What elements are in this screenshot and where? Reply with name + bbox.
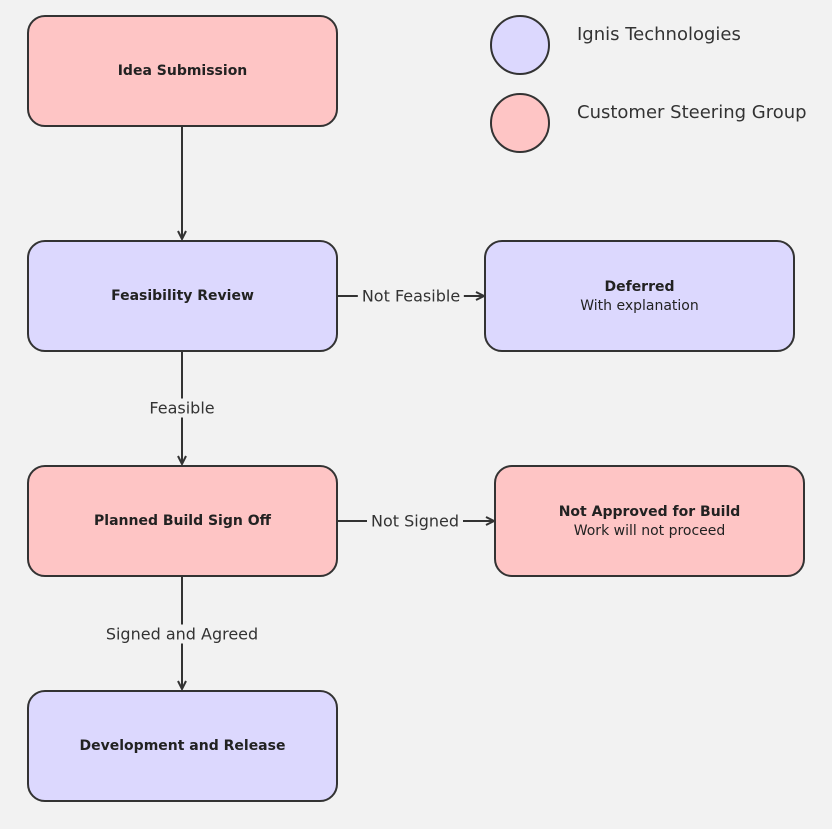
node-title: Feasibility Review	[111, 288, 254, 304]
edge-label-not-signed: Not Signed	[366, 511, 464, 531]
edge-label-not-feasible: Not Feasible	[357, 286, 465, 306]
node-idea-submission[interactable]: Idea Submission	[27, 15, 338, 127]
node-title: Deferred	[604, 278, 675, 295]
node-title: Not Approved for Build	[558, 503, 741, 520]
edge-label-feasible: Feasible	[145, 398, 219, 418]
node-title: Planned Build Sign Off	[94, 513, 271, 529]
node-title: Idea Submission	[117, 63, 248, 79]
legend-swatch-ignis	[490, 15, 550, 75]
node-deferred[interactable]: Deferred With explanation	[484, 240, 795, 352]
node-subtitle: With explanation	[580, 297, 699, 314]
node-subtitle: Work will not proceed	[573, 522, 726, 539]
legend-swatch-customer	[490, 93, 550, 153]
node-development-and-release[interactable]: Development and Release	[27, 690, 338, 802]
node-title: Development and Release	[79, 738, 286, 754]
edge-label-signed-and-agreed: Signed and Agreed	[101, 624, 263, 644]
node-feasibility-review[interactable]: Feasibility Review	[27, 240, 338, 352]
legend-label-customer: Customer Steering Group	[577, 102, 807, 123]
node-not-approved-for-build[interactable]: Not Approved for Build Work will not pro…	[494, 465, 805, 577]
node-planned-build-sign-off[interactable]: Planned Build Sign Off	[27, 465, 338, 577]
legend-label-ignis: Ignis Technologies	[577, 24, 741, 45]
